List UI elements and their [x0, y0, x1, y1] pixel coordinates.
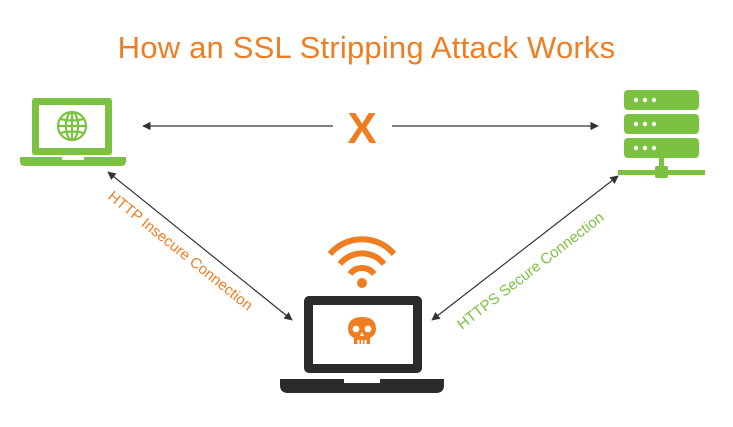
secure-connection-label: HTTPS Secure Connection	[454, 209, 607, 333]
secure-connection-arrow	[431, 175, 619, 321]
attacker-laptop-icon	[280, 296, 444, 393]
client-laptop-icon	[20, 98, 126, 166]
diagram-title: How an SSL Stripping Attack Works	[117, 30, 616, 65]
wifi-dot	[357, 278, 367, 288]
server-rack-icon	[618, 90, 705, 178]
insecure-connection-label: HTTP Insecure Connection	[104, 188, 255, 314]
insecure-connection-arrow	[107, 171, 293, 321]
blocked-x-mark: X	[347, 104, 376, 153]
globe-icon	[56, 110, 88, 142]
skull-icon	[348, 317, 376, 344]
wifi-icon	[327, 236, 397, 277]
